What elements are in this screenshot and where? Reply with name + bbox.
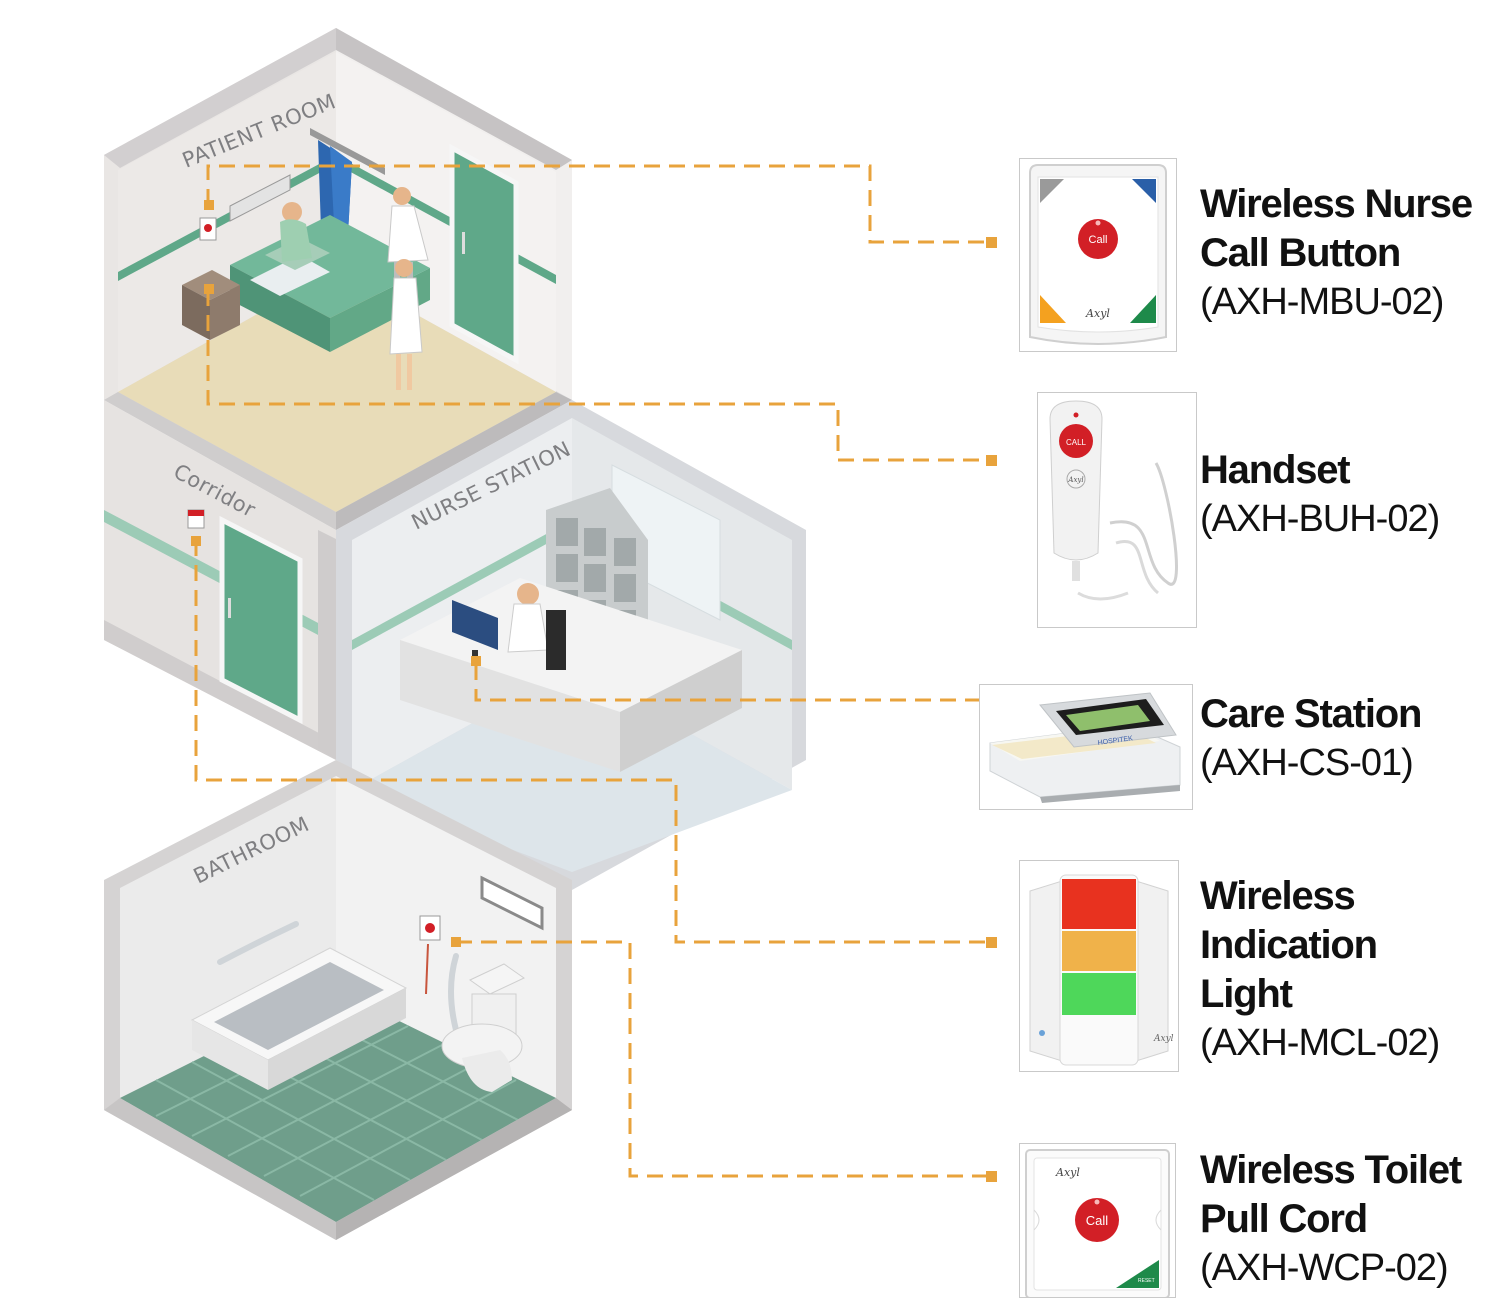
product-model: (AXH-MCL-02) [1200,1022,1440,1064]
care-station-brand: HOSPITEK [1097,735,1133,747]
call-button-brand: Axyl [1085,307,1110,320]
connector-care-station [474,664,988,702]
product-image-handset: CALL Axyl [1037,392,1197,628]
call-button-device: Call Axyl [1029,164,1167,345]
product-image-indication-light: Axyl [1019,860,1179,1072]
product-model: (AXH-MBU-02) [1200,281,1444,323]
product-image-care-station: HOSPITEK [979,684,1193,810]
product-name: Handset [1200,448,1351,492]
product-text-call-button: Wireless Nurse Call Button (AXH-MBU-02) [1200,180,1500,327]
product-model: (AXH-BUH-02) [1200,498,1440,540]
connector-call-button [206,164,988,244]
connector-indication-light [194,540,988,944]
pull-cord-device: Axyl Call RESET [1025,1149,1170,1297]
product-name: Care Station [1200,692,1422,736]
connector-pull-cord [456,940,988,1178]
care-station-device: HOSPITEK [989,692,1181,803]
product-name: Wireless Nurse Call Button [1200,182,1473,275]
indication-light-device: Axyl [1029,874,1174,1066]
product-model: (AXH-WCP-02) [1200,1247,1449,1289]
product-name: Wireless Toilet Pull Cord [1200,1148,1462,1241]
pull-cord-call-label: Call [1086,1213,1109,1228]
handset-call-label: CALL [1066,438,1087,447]
indication-light-brand: Axyl [1153,1034,1174,1044]
connector-handset [206,290,988,462]
handset-brand: Axyl [1067,476,1083,484]
product-text-indication-light: Wireless Indication Light (AXH-MCL-02) [1200,872,1500,1068]
pull-cord-brand: Axyl [1055,1166,1080,1179]
nurse-station: NURSE STATION [336,400,806,890]
call-button-label: Call [1089,234,1108,246]
product-text-handset: Handset (AXH-BUH-02) [1200,446,1500,544]
handset-device: CALL Axyl [1049,400,1178,601]
bathroom: BATHROOM [104,760,572,1240]
product-model: (AXH-CS-01) [1200,742,1414,784]
product-image-call-button: Call Axyl [1019,158,1177,352]
product-image-pull-cord: Axyl Call RESET [1019,1143,1176,1298]
corridor: Corridor [104,400,338,760]
product-name: Wireless Indication Light [1200,874,1378,1016]
connector-lines [194,164,988,1178]
product-text-pull-cord: Wireless Toilet Pull Cord (AXH-WCP-02) [1200,1146,1500,1293]
product-text-care-station: Care Station (AXH-CS-01) [1200,690,1500,788]
pull-cord-reset-label: RESET [1138,1278,1155,1284]
